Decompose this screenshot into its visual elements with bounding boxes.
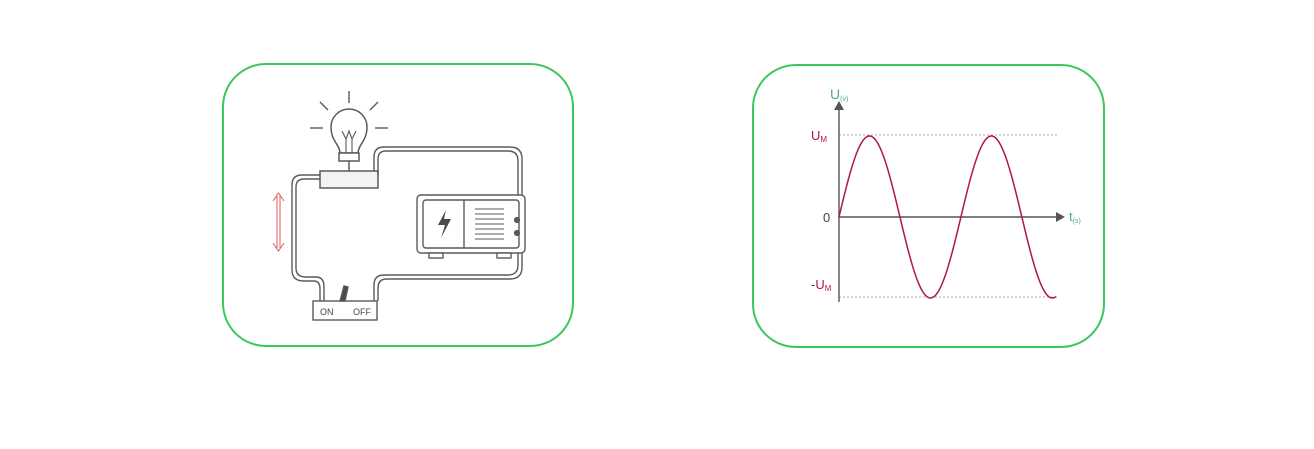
max-subscript: M [820, 135, 827, 144]
max-label: UM [811, 128, 827, 144]
circuit-panel: ON OFF [222, 63, 574, 347]
sine-curve [838, 135, 1057, 299]
generator-icon [416, 194, 526, 259]
switch-off-label: OFF [353, 307, 371, 317]
y-axis-label: U(v) [830, 86, 848, 103]
min-label: -UM [811, 277, 832, 293]
min-subscript: M [825, 284, 832, 293]
circuit-diagram: ON OFF [272, 91, 526, 321]
origin-label: 0 [823, 210, 830, 225]
circuit-wire [291, 146, 523, 301]
switch-on-label: ON [320, 307, 334, 317]
light-bulb-icon [319, 108, 379, 189]
x-axis-label: t(s) [1069, 209, 1081, 225]
y-axis-arrow [834, 101, 844, 110]
y-axis-unit: (v) [840, 96, 848, 103]
voltage-graph: U(v) t(s) 0 UM -UM [811, 86, 1081, 302]
voltage-graph-panel: U(v) t(s) 0 UM -UM [752, 64, 1105, 348]
x-axis-unit: (s) [1073, 218, 1081, 225]
light-rays [310, 91, 388, 129]
switch-icon[interactable]: ON OFF [312, 285, 378, 321]
current-direction-arrow [272, 192, 285, 252]
y-axis-symbol: U [830, 86, 840, 102]
min-prefix: -U [811, 277, 825, 292]
x-axis-arrow [1056, 212, 1065, 222]
max-symbol: U [811, 128, 820, 143]
x-axis-symbol: t [1069, 209, 1073, 224]
